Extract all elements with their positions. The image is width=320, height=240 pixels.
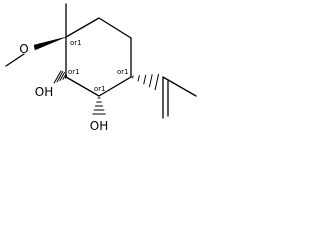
stereo-label-isopropenyl-carbon: or1 — [117, 68, 129, 76]
isopropenyl-hash-bond — [132, 73, 160, 91]
hydroxyl-1-hash-bond — [53, 70, 68, 84]
ring-bond-c4-c5 — [98, 76, 132, 97]
isopropenyl-methyl-bond — [162, 76, 197, 97]
hydroxyl-2-hash-bond — [92, 97, 106, 115]
stereo-label-upper-carbinol: or1 — [68, 68, 80, 76]
methoxy-wedge-bond — [33, 36, 67, 51]
stereo-label-lower-carbinol: or1 — [94, 85, 106, 93]
hydroxyl-2-label: OH — [90, 119, 108, 133]
methoxy-methyl-bond — [5, 53, 25, 67]
methoxy-oxygen-label: O — [19, 42, 28, 56]
ring-bond-c5-c6 — [65, 76, 100, 97]
molecule-structure: O OH OH or1 or1 or1 or1 — [5, 3, 197, 133]
hydroxyl-1-label: OH — [35, 85, 53, 99]
ring-bond-c2-c3 — [98, 17, 132, 39]
ring-bond-c1-c2 — [65, 17, 100, 38]
stereo-label-quaternary-carbon: or1 — [70, 39, 82, 47]
